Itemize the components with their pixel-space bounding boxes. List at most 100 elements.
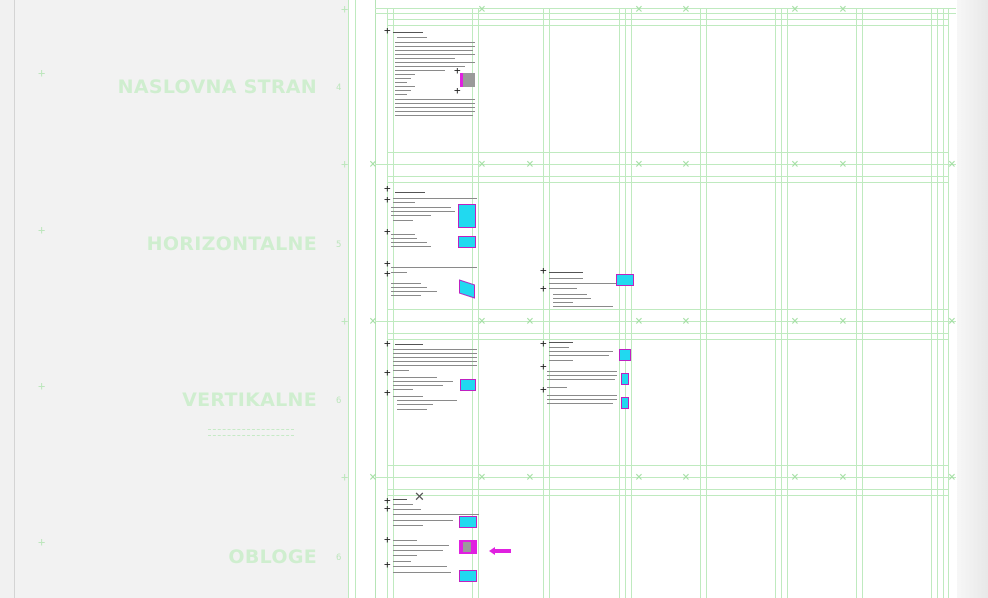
section-label-naslovna[interactable]: NASLOVNA STRAN xyxy=(117,76,317,98)
crosshair-pin-icon[interactable]: + xyxy=(384,558,391,571)
grid-x-icon: × xyxy=(682,2,690,17)
section-number: 6 xyxy=(336,396,342,406)
grid-row-line xyxy=(387,182,949,183)
page-thumbnail-obloge[interactable] xyxy=(389,497,479,598)
grid-column-line xyxy=(549,8,550,598)
section-sublabel-placeholder xyxy=(208,429,294,436)
grid-x-icon: × xyxy=(478,157,486,172)
grid-x-icon: × xyxy=(526,470,534,485)
grid-row-line xyxy=(387,19,949,20)
grid-row-line xyxy=(387,495,949,496)
plus-marker-icon: + xyxy=(341,314,349,328)
page-thumbnail-naslovna[interactable] xyxy=(389,29,478,121)
grid-x-icon: × xyxy=(791,157,799,172)
grid-column-line xyxy=(619,8,620,598)
page-thumbnail-vertikalne-2[interactable] xyxy=(545,341,634,409)
grid-column-line xyxy=(931,8,932,598)
crosshair-pin-icon[interactable]: + xyxy=(540,383,547,396)
section-label-horizontalne[interactable]: HORIZONTALNE xyxy=(146,233,317,255)
page-thumbnail-horizontalne-2[interactable] xyxy=(545,270,634,310)
grid-column-line xyxy=(543,8,544,598)
left-toolbar-strip xyxy=(0,0,15,598)
crosshair-pin-icon[interactable]: + xyxy=(540,337,547,350)
grid-x-icon: × xyxy=(839,470,847,485)
grid-row-line xyxy=(387,309,949,310)
grid-x-icon: × xyxy=(635,314,643,329)
grid-x-icon: × xyxy=(526,314,534,329)
grid-x-icon: × xyxy=(948,470,956,485)
grid-row-line xyxy=(387,489,949,490)
grid-column-line xyxy=(781,8,782,598)
grid-x-icon: × xyxy=(478,2,486,17)
plus-marker-icon: + xyxy=(38,379,46,393)
plus-marker-icon: + xyxy=(341,470,349,484)
plus-marker-icon: + xyxy=(38,66,46,80)
grid-row-line xyxy=(375,13,956,14)
grid-row-line xyxy=(387,339,949,340)
grid-column-line xyxy=(862,8,863,598)
grid-x-icon: × xyxy=(839,314,847,329)
grid-row-line xyxy=(375,8,956,9)
grid-x-icon: × xyxy=(478,470,486,485)
grid-column-line xyxy=(472,8,473,598)
grid-x-icon: × xyxy=(682,470,690,485)
grid-x-icon: × xyxy=(635,2,643,17)
crosshair-pin-icon[interactable]: + xyxy=(384,533,391,546)
section-number: 5 xyxy=(336,240,342,250)
crosshair-pin-icon[interactable]: + xyxy=(384,386,391,399)
page-thumbnail-horizontalne-1[interactable] xyxy=(389,190,478,300)
section-label-obloge[interactable]: OBLOGE xyxy=(228,546,317,568)
crosshair-pin-icon[interactable]: + xyxy=(384,257,391,270)
crosshair-pin-icon[interactable]: + xyxy=(540,360,547,373)
page-thumbnail-vertikalne-1[interactable] xyxy=(389,343,478,415)
section-label-vertikalne[interactable]: VERTIKALNE xyxy=(182,389,317,411)
grid-x-icon: × xyxy=(635,157,643,172)
grid-column-line xyxy=(393,8,394,598)
crosshair-pin-icon[interactable]: + xyxy=(454,64,461,77)
crosshair-pin-icon[interactable]: + xyxy=(384,502,391,515)
grid-column-line xyxy=(631,8,632,598)
crosshair-pin-icon[interactable]: + xyxy=(384,24,391,37)
crosshair-pin-icon[interactable]: + xyxy=(540,282,547,295)
grid-column-line xyxy=(856,8,857,598)
grid-row-line xyxy=(387,465,949,466)
grid-column-line xyxy=(625,8,626,598)
grid-row-line xyxy=(387,152,949,153)
grid-row-line xyxy=(375,164,956,165)
grid-x-icon: × xyxy=(948,157,956,172)
grid-row-line xyxy=(375,321,956,322)
crosshair-pin-icon[interactable]: + xyxy=(540,264,547,277)
close-icon[interactable]: ✕ xyxy=(414,490,425,505)
crosshair-pin-icon[interactable]: + xyxy=(384,182,391,195)
crosshair-pin-icon[interactable]: + xyxy=(384,267,391,280)
grid-x-icon: × xyxy=(839,2,847,17)
section-number: 4 xyxy=(336,83,342,93)
crosshair-pin-icon[interactable]: + xyxy=(384,193,391,206)
canvas-edge xyxy=(957,0,988,598)
crosshair-pin-icon[interactable]: + xyxy=(384,366,391,379)
grid-x-icon: × xyxy=(791,314,799,329)
crosshair-pin-icon[interactable]: + xyxy=(384,225,391,238)
crosshair-pin-icon[interactable]: + xyxy=(384,337,391,350)
grid-row-line xyxy=(375,477,956,478)
plus-marker-icon: + xyxy=(341,157,349,171)
grid-x-icon: × xyxy=(791,470,799,485)
magenta-arrow-icon[interactable] xyxy=(489,547,511,555)
grid-column-line xyxy=(478,8,479,598)
grid-x-icon: × xyxy=(369,314,377,329)
grid-x-icon: × xyxy=(839,157,847,172)
section-label-panel xyxy=(15,0,348,598)
grid-x-icon: × xyxy=(682,314,690,329)
grid-column-line xyxy=(948,8,949,598)
plus-marker-icon: + xyxy=(38,535,46,549)
grid-x-icon: × xyxy=(791,2,799,17)
grid-x-icon: × xyxy=(635,470,643,485)
grid-column-line xyxy=(700,8,701,598)
guide-line xyxy=(355,0,356,598)
guide-line xyxy=(348,0,349,598)
grid-column-line xyxy=(387,8,388,598)
crosshair-pin-icon[interactable]: + xyxy=(454,84,461,97)
grid-column-line xyxy=(706,8,707,598)
crosshair-pin-icon[interactable]: + xyxy=(384,494,391,507)
plus-marker-icon: + xyxy=(341,2,349,16)
